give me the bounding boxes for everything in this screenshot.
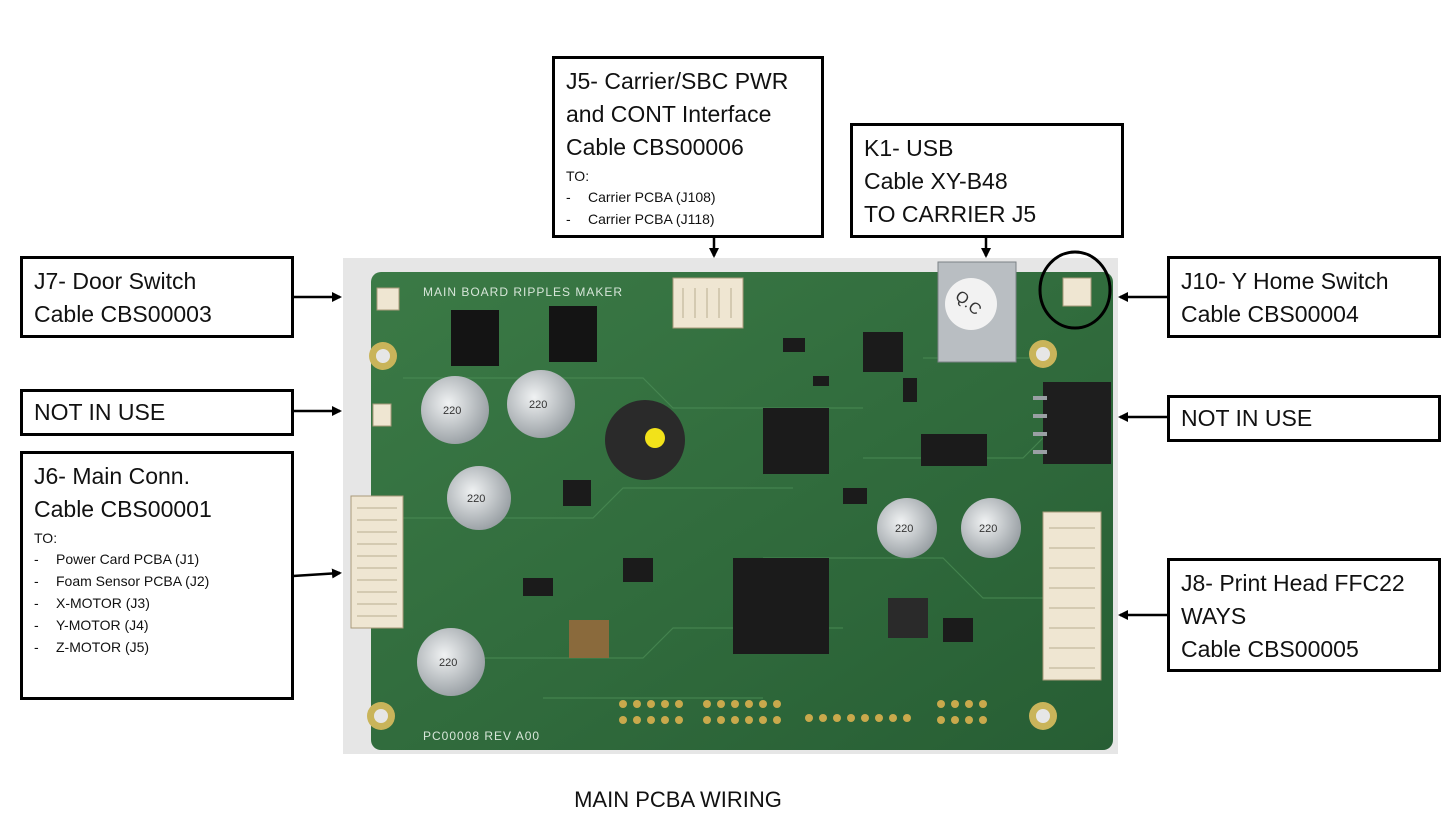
callout-j8-title: J8- Print Head FFC22 xyxy=(1181,570,1405,596)
cap-value-label: 220 xyxy=(979,523,997,535)
callout-j7-cable: Cable CBS00003 xyxy=(34,301,212,327)
ic-chip xyxy=(921,434,987,466)
callout-j5-subtitle: and CONT Interface xyxy=(566,101,772,127)
callout-j6-title: J6- Main Conn. xyxy=(34,463,190,489)
callout-not-in-use-right: NOT IN USE xyxy=(1167,395,1441,442)
heatsink xyxy=(451,310,499,366)
callout-j7: J7- Door Switch Cable CBS00003 xyxy=(20,256,294,338)
callout-k1-cable: Cable XY-B48 xyxy=(864,168,1008,194)
ic-chip xyxy=(763,408,829,474)
qc-sticker xyxy=(945,278,997,330)
list-item: -X-MOTOR (J3) xyxy=(34,595,150,611)
list-item: -Carrier PCBA (J108) xyxy=(566,189,716,205)
unused-left-connector xyxy=(372,403,392,427)
callout-j5: J5- Carrier/SBC PWR and CONT Interface C… xyxy=(552,56,824,238)
list-item: -Z-MOTOR (J5) xyxy=(34,639,150,655)
callout-j6-to-label: TO: xyxy=(34,530,58,546)
heatsink xyxy=(549,306,597,362)
j6-connector xyxy=(350,495,404,629)
callout-j8-ways: WAYS xyxy=(1181,603,1247,629)
mounting-holes xyxy=(367,340,1057,730)
ic-chip xyxy=(563,480,591,506)
callout-j7-title: J7- Door Switch xyxy=(34,268,197,294)
list-item: -Foam Sensor PCBA (J2) xyxy=(34,573,210,589)
callout-not-in-use-left: NOT IN USE xyxy=(20,389,294,436)
callout-not-in-use-left-text: NOT IN USE xyxy=(34,399,166,425)
callout-j5-destinations: -Carrier PCBA (J108) -Carrier PCBA (J118… xyxy=(566,186,821,230)
unused-right-connector xyxy=(1043,382,1111,464)
callout-not-in-use-right-text: NOT IN USE xyxy=(1181,405,1313,431)
j8-ffc-connector xyxy=(1042,511,1102,681)
cap-value-label: 220 xyxy=(443,405,461,417)
callout-j6: J6- Main Conn. Cable CBS00001 TO: -Power… xyxy=(20,451,294,700)
list-item: -Carrier PCBA (J118) xyxy=(566,211,715,227)
list-item: -Power Card PCBA (J1) xyxy=(34,551,200,567)
inductor xyxy=(888,598,928,638)
pcb-board-photo: MAIN BOARD RIPPLES MAKER PC00008 REV A00… xyxy=(343,258,1118,754)
callout-k1-destination: TO CARRIER J5 xyxy=(864,201,1037,227)
arrow-j6 xyxy=(292,568,342,579)
callout-j5-title: J5- Carrier/SBC PWR xyxy=(566,68,789,94)
inductor xyxy=(569,620,609,658)
j10-connector xyxy=(1062,277,1092,307)
callout-j6-destinations: -Power Card PCBA (J1) -Foam Sensor PCBA … xyxy=(34,548,291,658)
callout-j8-cable: Cable CBS00005 xyxy=(1181,636,1359,662)
callout-j10-cable: Cable CBS00004 xyxy=(1181,301,1359,327)
cap-value-label: 220 xyxy=(467,493,485,505)
callout-j6-cable: Cable CBS00001 xyxy=(34,496,212,522)
callout-j10: J10- Y Home Switch Cable CBS00004 xyxy=(1167,256,1441,338)
callout-j5-to-label: TO: xyxy=(566,168,590,184)
ic-chip-main xyxy=(733,558,829,654)
list-item: -Y-MOTOR (J4) xyxy=(34,617,149,633)
silkscreen-bottom: PC00008 REV A00 xyxy=(423,729,540,743)
callout-k1: K1- USB Cable XY-B48 TO CARRIER J5 xyxy=(850,123,1124,238)
cap-value-label: 220 xyxy=(895,523,913,535)
cap-value-label: 220 xyxy=(529,399,547,411)
cap-value-label: 220 xyxy=(439,657,457,669)
ic-chip xyxy=(863,332,903,372)
silkscreen-top: MAIN BOARD RIPPLES MAKER xyxy=(423,285,623,299)
buzzer xyxy=(605,400,685,480)
j7-connector xyxy=(376,287,400,311)
callout-j5-cable: Cable CBS00006 xyxy=(566,134,744,160)
capacitors xyxy=(417,370,1021,696)
figure-caption: MAIN PCBA WIRING xyxy=(574,787,782,812)
callout-j8: J8- Print Head FFC22 WAYS Cable CBS00005 xyxy=(1167,558,1441,672)
callout-k1-title: K1- USB xyxy=(864,135,954,161)
callout-j10-title: J10- Y Home Switch xyxy=(1181,268,1389,294)
